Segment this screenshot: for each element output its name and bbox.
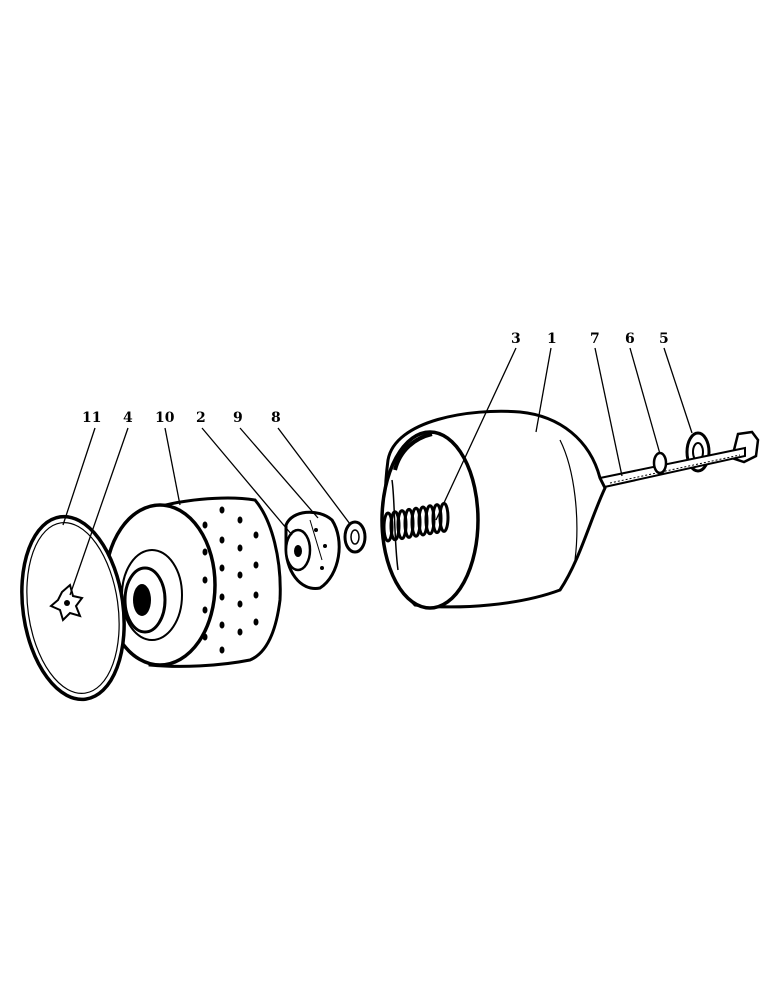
perforation-hole (219, 646, 225, 654)
perforation-hole (202, 576, 208, 584)
perforation-hole (219, 621, 225, 629)
perforation-hole (202, 606, 208, 614)
leader-4 (69, 427, 129, 596)
perforation-hole (219, 536, 225, 544)
callout-1: 1 (547, 331, 557, 347)
leader-1 (535, 347, 552, 433)
callout-7: 7 (590, 331, 600, 347)
part-4-star-nut (49, 583, 84, 622)
leader-2 (201, 427, 293, 536)
part-10-filter-element (103, 496, 282, 668)
perforation-hole (202, 633, 208, 641)
callout-10: 10 (155, 410, 175, 426)
callout-5: 5 (659, 331, 669, 347)
perforation-hole (253, 561, 259, 569)
callout-labels: 11 4 10 2 9 8 3 1 7 6 5 (82, 331, 669, 426)
part-9-centre-cap (284, 510, 341, 590)
callout-11: 11 (82, 410, 101, 426)
callout-8: 8 (271, 410, 281, 426)
perforation-hole (202, 548, 208, 556)
perforation-hole (237, 544, 243, 552)
perforation-hole (253, 618, 259, 626)
callout-2: 2 (196, 410, 206, 426)
perforation-hole (237, 600, 243, 608)
perforation-hole (253, 531, 259, 539)
leader-lines (62, 347, 693, 596)
leader-10 (164, 427, 181, 506)
perforation-hole (237, 516, 243, 524)
perforation-hole (253, 591, 259, 599)
leader-3 (435, 347, 517, 521)
callout-3: 3 (511, 331, 521, 347)
perforation-hole (237, 628, 243, 636)
leader-8 (277, 427, 351, 525)
leader-5 (663, 347, 693, 434)
callout-4: 4 (123, 410, 133, 426)
perforation-hole (219, 506, 225, 514)
perforation-hole (219, 564, 225, 572)
part-7-bolt-shaft (599, 446, 746, 490)
leader-6 (629, 347, 661, 455)
part-8-sealing-ring (343, 520, 367, 554)
perforation-hole (219, 593, 225, 601)
callout-9: 9 (233, 410, 243, 426)
leader-9 (239, 427, 319, 519)
perforation-hole (202, 521, 208, 529)
leader-7 (594, 347, 623, 477)
perforation-hole (237, 571, 243, 579)
callout-6: 6 (625, 331, 635, 347)
leader-11 (62, 427, 96, 526)
part-1-filter-bowl (380, 409, 607, 610)
part-6-small-washer (652, 451, 668, 475)
